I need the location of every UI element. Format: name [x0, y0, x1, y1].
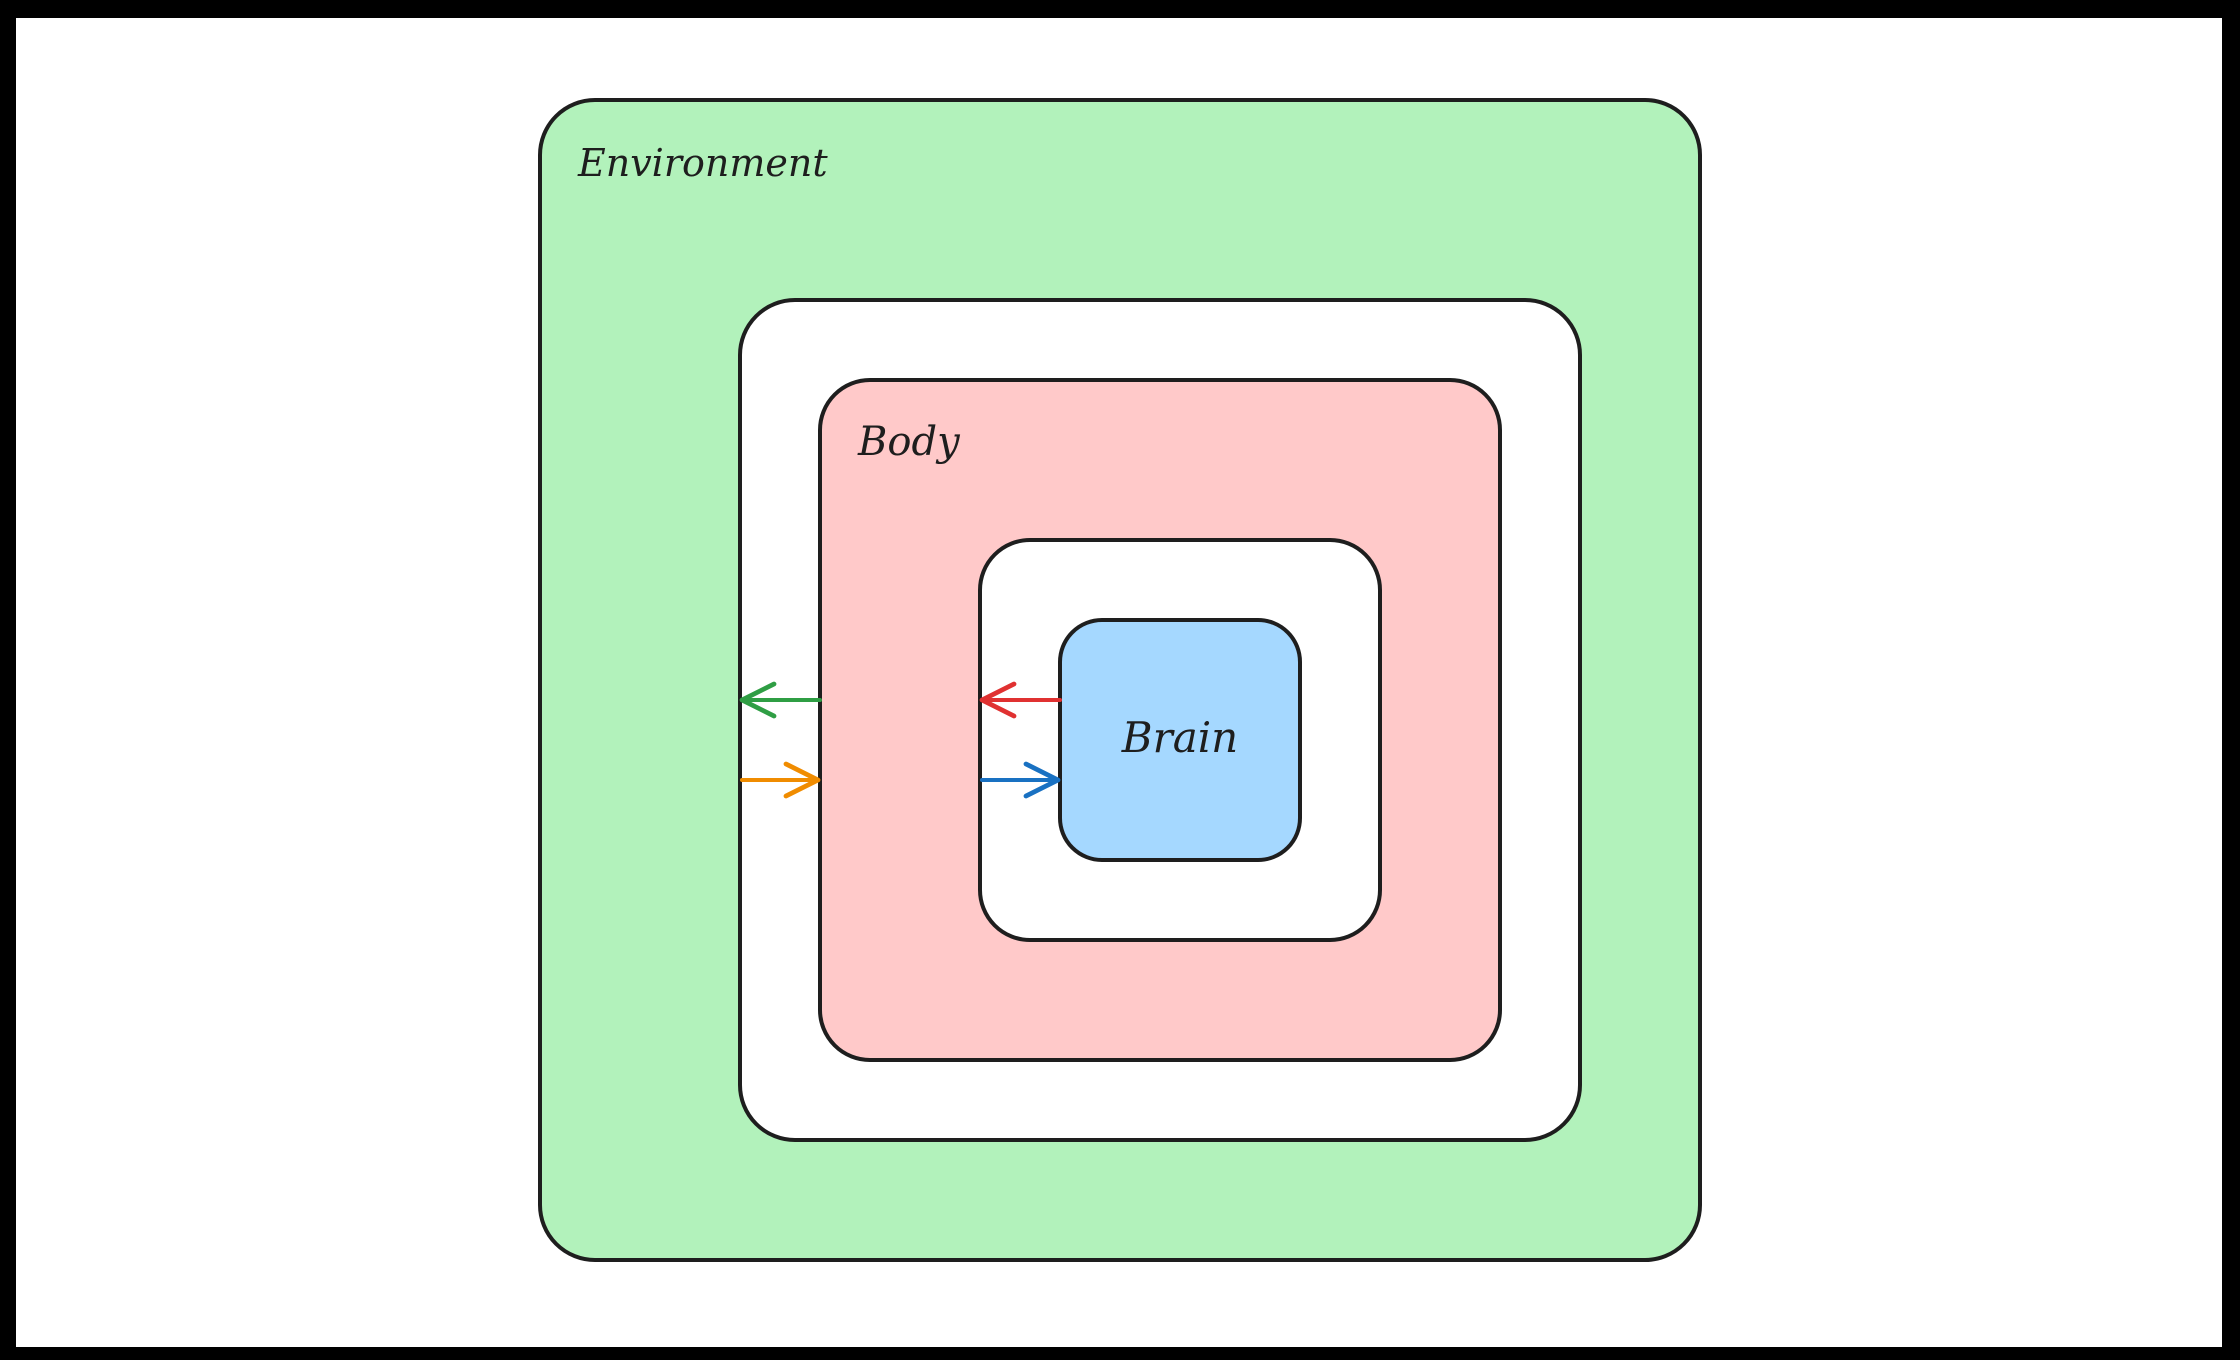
- brain-label: Brain: [1121, 713, 1238, 762]
- environment-label: Environment: [577, 141, 828, 185]
- brain-box: [1058, 618, 1302, 862]
- body-label: Body: [857, 419, 961, 465]
